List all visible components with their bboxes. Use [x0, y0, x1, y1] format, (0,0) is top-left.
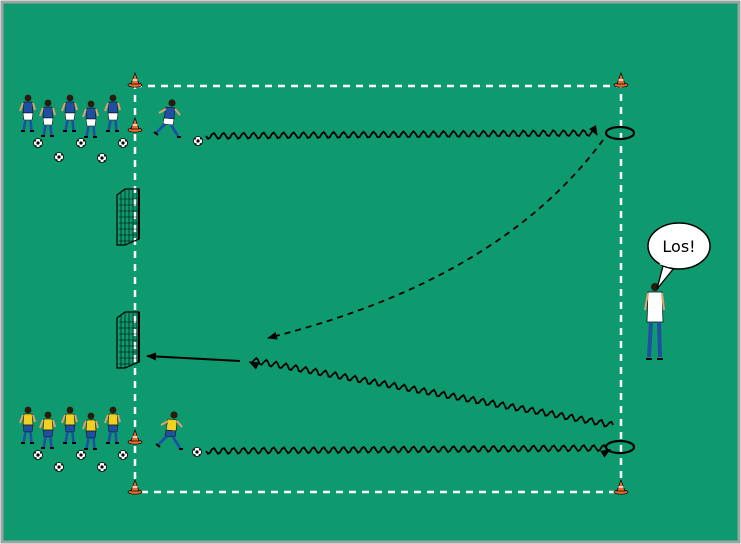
ball-icon: [77, 139, 86, 148]
ball-icon: [34, 139, 43, 148]
ball-icon: [193, 448, 202, 457]
coach-speech-text: Los!: [662, 237, 695, 256]
ball-icon: [98, 154, 107, 163]
ball-icon: [34, 451, 43, 460]
ball-icon: [55, 153, 64, 162]
ball-icon: [194, 137, 203, 146]
ball-icon: [119, 139, 128, 148]
ball-icon: [98, 463, 107, 472]
ball-icon: [77, 451, 86, 460]
ball-icon: [55, 463, 64, 472]
ball-icon: [119, 451, 128, 460]
